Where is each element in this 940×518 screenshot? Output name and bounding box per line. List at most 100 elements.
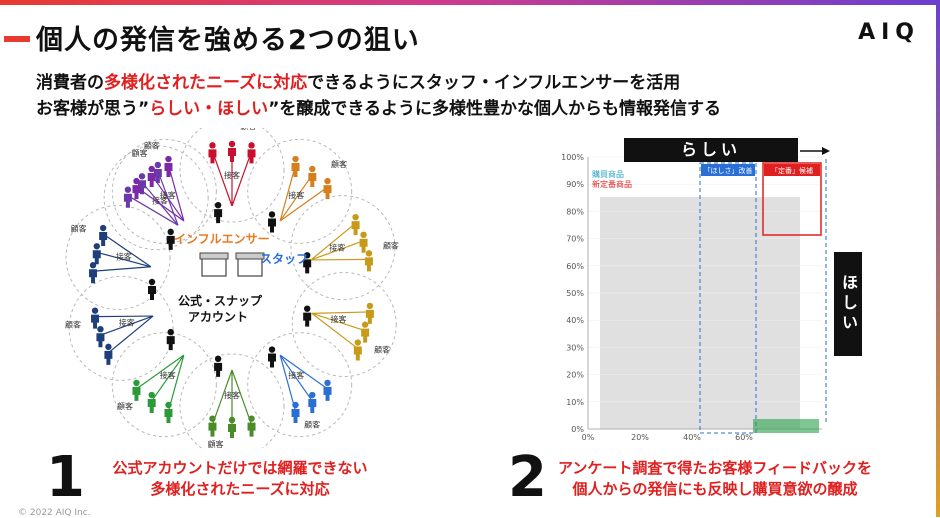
customer-node	[351, 213, 360, 236]
cluster-circle	[247, 332, 353, 438]
contact-arrow	[100, 315, 154, 336]
contact-arrow	[127, 195, 179, 226]
influencer-node	[268, 211, 276, 233]
right-accent-border	[936, 0, 940, 517]
cluster-circle	[247, 138, 353, 244]
customer-node	[353, 339, 362, 361]
customer-node	[228, 140, 236, 162]
contact-label: 接客	[224, 170, 240, 180]
contact-arrow	[136, 354, 185, 390]
customer-node	[132, 177, 141, 200]
contact-label: 接客	[160, 370, 176, 380]
hoshii-axis-label: ほしい	[834, 252, 862, 356]
lead-2-prefix: お客様が思う”	[36, 99, 150, 119]
network-diagram: 接客顧客接客顧客接客顧客接客顧客接客顧客接客顧客接客顧客接客顧客接客顧客接客顧客…	[62, 117, 402, 459]
y-tick-label: 80%	[566, 207, 584, 216]
hoshisa-box-header	[701, 164, 755, 176]
point-2-line-1: アンケート調査で得たお客様フィードバックを	[557, 459, 873, 477]
cluster-circle	[65, 204, 171, 310]
customer-label: 顧客	[132, 148, 148, 158]
cluster-circle	[103, 145, 209, 251]
shop-icon	[201, 257, 227, 277]
cluster-circle	[179, 117, 285, 223]
customer-node	[323, 177, 332, 200]
title-accent-bar	[4, 36, 30, 42]
contact-arrow	[167, 164, 185, 221]
shop-awning	[199, 252, 229, 260]
customer-node	[364, 250, 373, 272]
lead-text: 消費者の多様化されたニーズに対応できるようにスタッフ・インフルエンサーを活用 お…	[36, 70, 721, 122]
customer-node	[291, 155, 300, 178]
contact-label: 接客	[116, 252, 132, 262]
lead-2-suffix: ”を醸成できるように多様性豊かな個人からも情報発信する	[268, 99, 722, 119]
contact-label: 接客	[288, 190, 304, 200]
contact-arrow	[311, 311, 370, 314]
cluster-circle	[291, 271, 397, 377]
customer-node	[153, 161, 162, 183]
customer-node	[164, 401, 173, 423]
customer-node	[291, 401, 300, 423]
point-2-line-2: 個人からの発信にも反映し購買意欲の醸成	[572, 480, 858, 498]
customer-node	[323, 379, 332, 401]
cluster-circle	[290, 195, 396, 301]
y-tick-label: 40%	[566, 316, 584, 325]
influencer-node	[166, 228, 175, 250]
contact-arrow	[102, 233, 152, 268]
customer-label: 顧客	[240, 128, 256, 131]
influencer-node	[214, 201, 223, 224]
customer-node	[365, 302, 374, 324]
influencer-node	[268, 346, 276, 368]
influencer-node	[303, 252, 312, 274]
lead-line-1: 消費者の多様化されたニーズに対応できるようにスタッフ・インフルエンサーを活用	[36, 70, 721, 96]
point-1-number: 1	[46, 445, 85, 510]
legend-item: 新定番商品	[592, 179, 632, 189]
customer-node	[359, 231, 368, 253]
center-label-2: アカウント	[188, 310, 249, 324]
customer-node	[96, 325, 105, 348]
x-tick-label: 60%	[735, 433, 753, 442]
teiban-box-header	[764, 164, 820, 176]
scatter-chart-graphic: 0%10%20%30%40%50%60%70%80%90%100%0%20%40…	[561, 147, 830, 442]
page-title: 個人の発信を強める2つの狙い	[36, 25, 420, 56]
contact-label: 接客	[329, 242, 345, 252]
influencer-node	[148, 278, 156, 300]
point-1-caption: 公式アカウントだけでは網羅できない 多様化されたニーズに対応	[90, 458, 390, 500]
contact-label: 接客	[152, 196, 168, 206]
scatter-chart: 0%10%20%30%40%50%60%70%80%90%100%0%20%40…	[560, 145, 840, 445]
customer-node	[308, 165, 317, 187]
cluster-circle	[179, 353, 285, 459]
y-tick-label: 30%	[566, 343, 584, 352]
customer-node	[123, 186, 132, 208]
y-tick-label: 0%	[571, 425, 584, 434]
contact-arrow	[108, 315, 154, 354]
x-tick-label: 40%	[683, 433, 701, 442]
customer-node	[208, 142, 217, 164]
lead-1-prefix: 消費者の	[36, 73, 104, 93]
customer-node	[99, 224, 108, 247]
y-tick-label: 50%	[566, 289, 584, 298]
contact-arrow	[279, 354, 328, 390]
center-label-1: 公式・スナップ	[178, 294, 263, 308]
x-tick-label: 20%	[631, 433, 649, 442]
customer-node	[147, 165, 156, 187]
customer-node	[228, 416, 236, 438]
contact-arrow	[311, 312, 366, 332]
influencer-node	[214, 355, 223, 377]
contact-label: 接客	[288, 370, 304, 380]
contact-arrow	[311, 312, 359, 350]
y-tick-label: 60%	[566, 262, 584, 271]
contact-arrow	[136, 186, 185, 222]
customer-label: 顧客	[383, 241, 399, 251]
y-tick-label: 70%	[566, 235, 584, 244]
lead-1-suffix: できるようにスタッフ・インフルエンサーを活用	[307, 73, 681, 93]
customer-node	[247, 415, 256, 437]
company-logo: AIQ	[858, 20, 920, 45]
contact-arrow	[231, 151, 253, 207]
teiban-box-label: 「定番」候補	[771, 166, 813, 175]
customer-node	[208, 415, 217, 437]
point-2-caption: アンケート調査で得たお客様フィードバックを 個人からの発信にも反映し購買意欲の醸…	[550, 458, 880, 500]
contact-arrow	[167, 355, 185, 412]
lead-2-highlight: らしい・ほしい	[149, 99, 269, 119]
contact-label: 接客	[119, 318, 135, 328]
customer-node	[164, 155, 173, 178]
